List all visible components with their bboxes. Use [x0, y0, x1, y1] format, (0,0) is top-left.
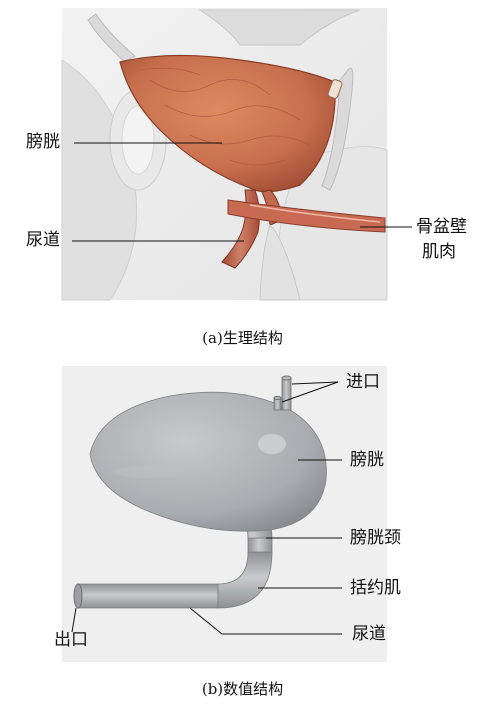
- caption-a: (a)生理结构: [0, 331, 485, 346]
- label-outlet: 出口: [54, 632, 88, 649]
- label-bladder-a: 膀胱: [26, 134, 60, 151]
- bladder-highlight: [258, 434, 286, 454]
- outlet-opening: [74, 584, 82, 608]
- numerical-model-illustration: [0, 362, 485, 667]
- label-urethra-b: 尿道: [352, 626, 386, 643]
- label-inlet: 进口: [346, 374, 380, 391]
- label-pelvic-muscle-line2: 肌肉: [422, 244, 456, 261]
- anatomy-illustration: [0, 0, 485, 320]
- label-pelvic-muscle-line1: 骨盆壁: [416, 219, 467, 236]
- urethra-tube: [78, 584, 218, 608]
- label-bladder-neck: 膀胱颈: [350, 530, 401, 547]
- inlet-tube-front-top: [274, 396, 281, 399]
- label-bladder-b: 膀胱: [350, 452, 384, 469]
- neck-ring: [248, 538, 272, 552]
- label-sphincter: 括约肌: [350, 580, 401, 597]
- numerical-model-panel: 进口 膀胱 膀胱颈 括约肌 尿道 出口: [0, 362, 485, 667]
- inlet-tube-rear: [282, 378, 291, 410]
- label-urethra-a: 尿道: [26, 232, 60, 249]
- inlet-tube-rear-top: [282, 376, 291, 380]
- anatomy-panel: 膀胱 尿道 骨盆壁 肌肉: [0, 0, 485, 320]
- caption-b: (b)数值结构: [0, 682, 485, 697]
- bladder-reflection: [114, 466, 186, 478]
